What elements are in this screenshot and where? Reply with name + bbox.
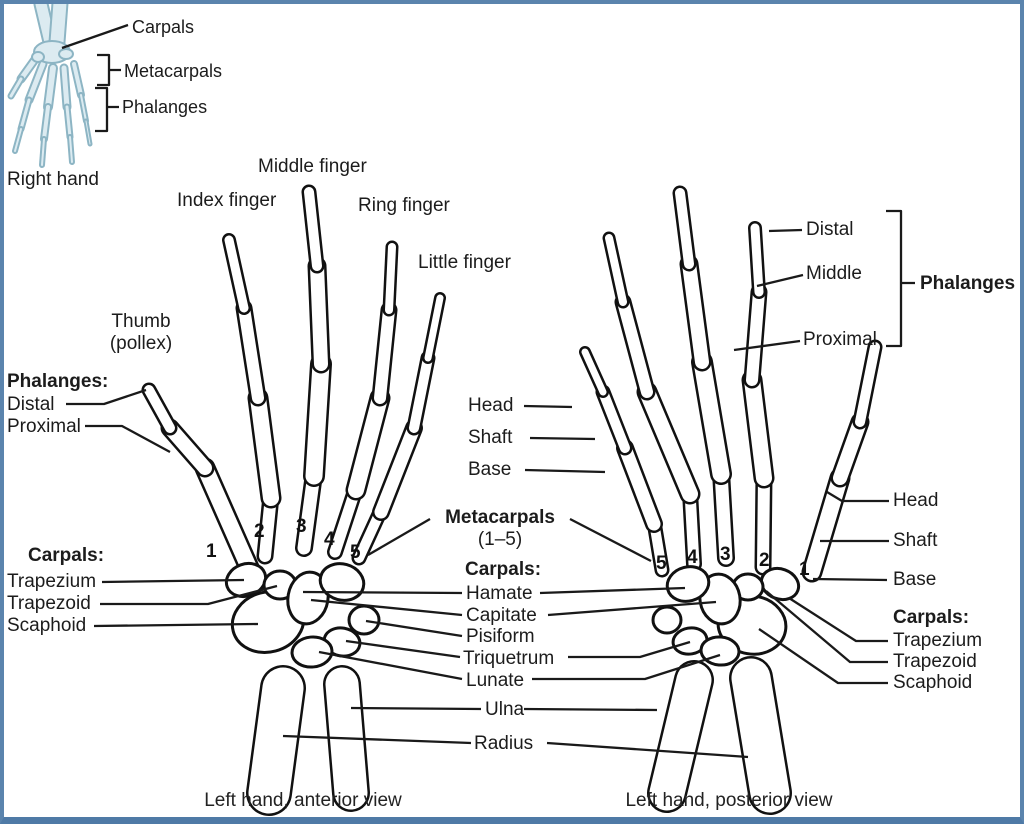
proximal-leader-left: [85, 424, 171, 454]
head-leader-right-col: [826, 491, 889, 503]
capitate-leader-right: [547, 600, 717, 617]
head-leader-left-col: [523, 404, 573, 409]
trapezium-leader-left: [101, 578, 245, 584]
phalanges-header-left: Phalanges:: [7, 371, 109, 392]
ulna-leader-right: [523, 707, 658, 712]
triquetrum-leader-right: [568, 640, 691, 659]
radius-leader-left: [282, 734, 472, 745]
carpals-header-left: Carpals:: [28, 545, 105, 566]
capitate-leader-left: [310, 598, 463, 617]
anterior-view-caption: Left hand, anterior view: [204, 790, 402, 811]
metacarpal-number-left-5: 5: [350, 542, 361, 563]
head-label-right-col: Head: [893, 490, 939, 511]
metacarpal-number-left-4: 4: [324, 529, 335, 550]
thumb-label-line2: (pollex): [109, 333, 173, 355]
base-leader-left-col: [524, 468, 606, 474]
shaft-leader-left-col: [529, 436, 596, 441]
metacarpal-number-left-2: 2: [254, 521, 265, 542]
middle-finger-label: Middle finger: [258, 156, 367, 177]
pisiform-label: Pisiform: [466, 626, 535, 647]
trapezoid-label-right: Trapezoid: [893, 651, 977, 672]
head-label-left-col: Head: [468, 395, 514, 416]
scaphoid-leader-right: [758, 628, 888, 685]
carpals-header-right: Carpals:: [893, 607, 970, 628]
triquetrum-label: Triquetrum: [463, 648, 555, 669]
thumb-label-line1: Thumb: [111, 311, 171, 332]
metacarpals-leader-to-posterior: [569, 517, 652, 563]
shaft-label-right-col: Shaft: [893, 530, 938, 551]
metacarpals-leader-to-anterior: [367, 518, 431, 556]
trapezoid-leader-right: [765, 590, 888, 664]
distal-leader-right: [768, 228, 803, 233]
hamate-label: Hamate: [466, 583, 533, 604]
anterior-left-hand-drawing: [141, 184, 446, 816]
metacarpal-number-right-5: 5: [656, 553, 667, 574]
lunate-leader-left: [318, 650, 463, 681]
metacarpals-range: (1–5): [477, 529, 523, 550]
metacarpal-number-left-3: 3: [296, 516, 307, 537]
inset-carpals-label: Carpals: [132, 17, 195, 37]
trapezium-leader-right: [788, 597, 888, 643]
distal-label-left: Distal: [7, 394, 55, 415]
phalanges-bracket-right: [886, 209, 915, 348]
trapezoid-leader-left: [100, 584, 278, 606]
proximal-leader-right: [733, 339, 801, 352]
little-finger-label: Little finger: [418, 252, 511, 273]
triquetrum-leader-left: [345, 639, 461, 659]
pisiform-leader-left: [365, 619, 463, 638]
base-label-right-col: Base: [893, 569, 937, 590]
proximal-label-right: Proximal: [803, 329, 877, 350]
ulna-leader-left: [350, 706, 482, 711]
carpals-header-center: Carpals:: [465, 559, 542, 580]
hamate-leader-left: [302, 590, 463, 595]
metacarpal-number-right-1: 1: [799, 559, 810, 580]
thumb-label: Thumb (pollex): [95, 311, 187, 355]
inset-carpals-leader: [61, 23, 129, 50]
trapezium-label-right: Trapezium: [893, 630, 983, 651]
metacarpal-number-right-4: 4: [687, 547, 698, 568]
metacarpal-number-right-3: 3: [720, 544, 731, 565]
metacarpal-number-right-2: 2: [759, 550, 770, 571]
distal-label-right: Distal: [806, 219, 854, 240]
radius-leader-right: [546, 741, 749, 759]
inset-metacarpals-bracket: [97, 53, 121, 87]
index-finger-label: Index finger: [177, 190, 277, 211]
inset-phalanges-bracket: [95, 86, 119, 133]
scaphoid-label-left: Scaphoid: [7, 615, 87, 636]
lunate-leader-right: [532, 653, 721, 681]
posterior-view-caption: Left hand, posterior view: [625, 790, 833, 811]
inset-phalanges-label: Phalanges: [122, 97, 208, 117]
hamate-leader-right: [539, 586, 686, 595]
phalanges-bracket-label: Phalanges: [920, 273, 1016, 294]
distal-leader-left: [66, 388, 147, 406]
proximal-label-left: Proximal: [7, 416, 81, 437]
ring-finger-label: Ring finger: [358, 195, 450, 216]
inset-metacarpals-label: Metacarpals: [124, 61, 223, 81]
metacarpals-header-center: Metacarpals: [445, 507, 555, 528]
inset-right-hand-drawing: [7, 0, 93, 168]
inset-caption: Right hand: [7, 169, 99, 190]
posterior-left-hand-drawing: [579, 185, 883, 815]
middle-label-right: Middle: [806, 263, 862, 284]
capitate-label: Capitate: [466, 605, 537, 626]
leader-lines: [61, 23, 915, 759]
scaphoid-leader-left: [93, 622, 259, 628]
trapezoid-label-left: Trapezoid: [7, 593, 91, 614]
ulna-label: Ulna: [485, 699, 525, 720]
trapezium-label-left: Trapezium: [7, 571, 97, 592]
middle-leader-right: [756, 273, 804, 288]
lunate-label: Lunate: [466, 670, 525, 691]
base-leader-right-col: [812, 577, 888, 582]
radius-label: Radius: [474, 733, 534, 754]
metacarpal-number-left-1: 1: [206, 541, 217, 562]
scaphoid-label-right: Scaphoid: [893, 672, 973, 693]
shaft-label-left-col: Shaft: [468, 427, 513, 448]
base-label-left-col: Base: [468, 459, 512, 480]
